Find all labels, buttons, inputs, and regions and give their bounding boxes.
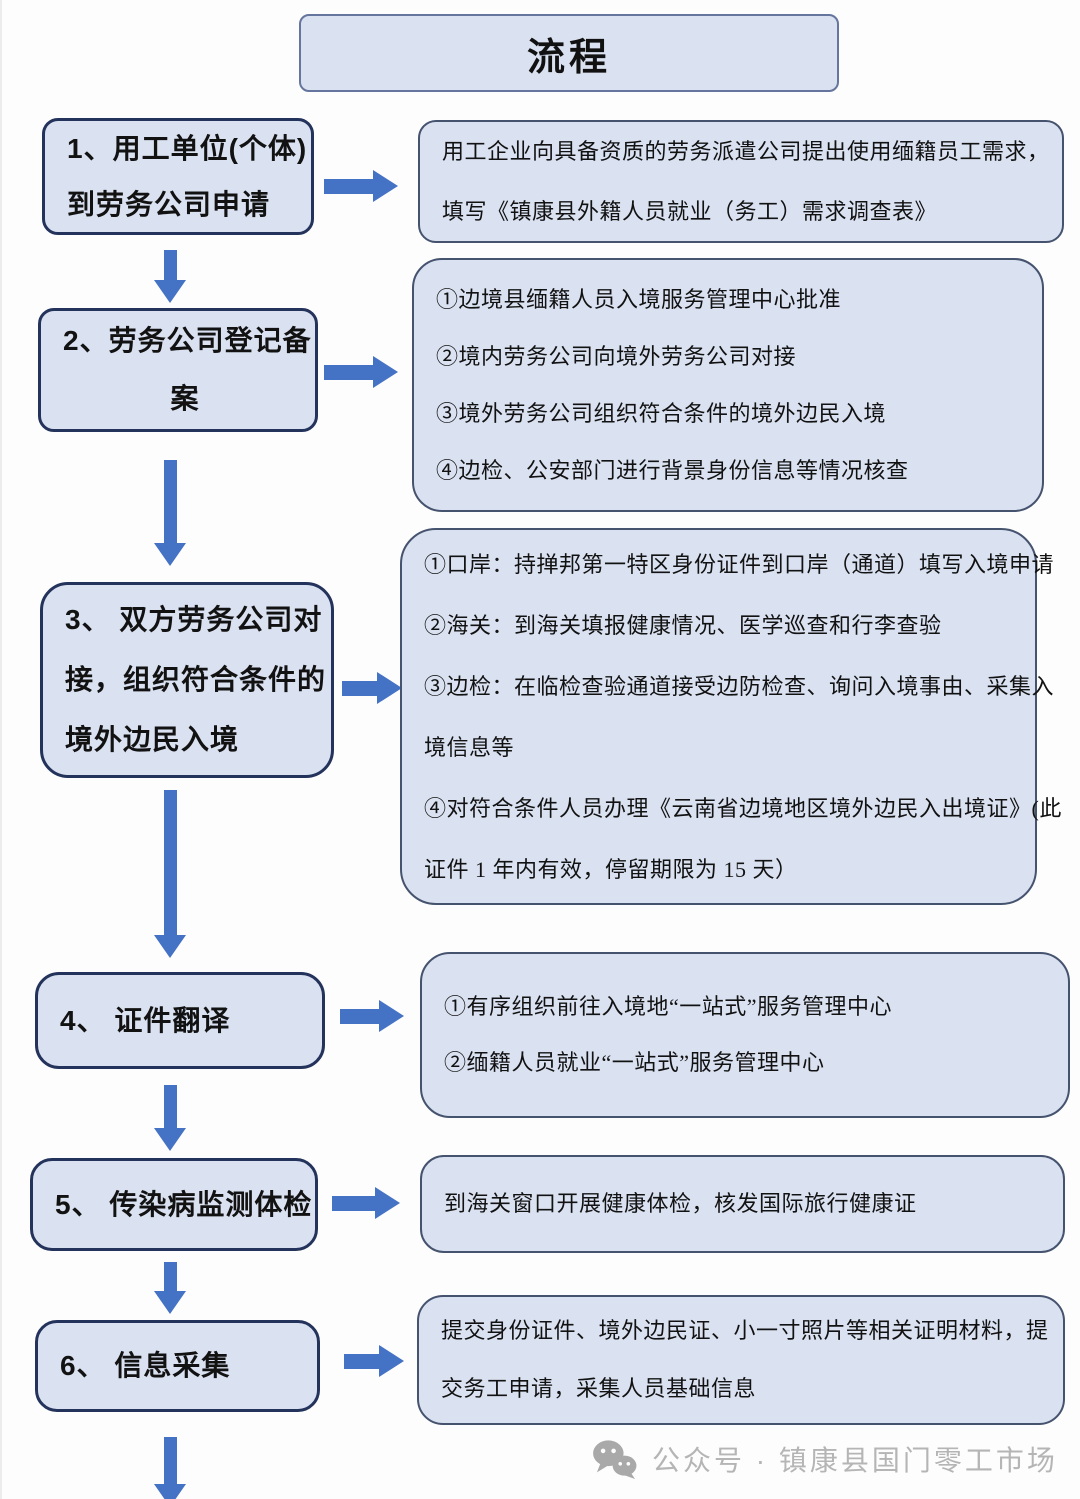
step-2-label: 2、劳务公司登记备	[63, 325, 312, 356]
detail-line: ④边检、公安部门进行背景身份信息等情况核查	[436, 458, 909, 483]
detail-4-box: ①有序组织前往入境地“一站式”服务管理中心 ②缅籍人员就业“一站式”服务管理中心	[420, 952, 1070, 1118]
detail-line: 境信息等	[424, 734, 515, 760]
arrow-down-2-icon	[154, 460, 186, 566]
step-2-label: 案	[170, 383, 200, 414]
detail-line: ①有序组织前往入境地“一站式”服务管理中心	[444, 994, 893, 1019]
detail-line: 到海关窗口开展健康体检，核发国际旅行健康证	[444, 1191, 917, 1216]
watermark: 公众号 · 镇康县国门零工市场	[592, 1436, 1058, 1482]
detail-line: ②缅籍人员就业“一站式”服务管理中心	[444, 1050, 825, 1075]
step-4-label: 4、 证件翻译	[60, 1004, 231, 1036]
detail-line: ③边检：在临检查验通道接受边防检查、询问入境事由、采集入	[424, 673, 1055, 699]
step-3-label: 接，组织符合条件的	[65, 664, 327, 695]
step-2-box: 2、劳务公司登记备 案	[38, 308, 318, 432]
watermark-text: 公众号 · 镇康县国门零工市场	[652, 1445, 1058, 1476]
page-title-text: 流程	[526, 36, 611, 79]
step-5-label: 5、 传染病监测体检	[55, 1188, 313, 1220]
step-4-box: 4、 证件翻译	[35, 972, 325, 1069]
page-title: 流程	[299, 14, 839, 92]
detail-line: ③境外劳务公司组织符合条件的境外边民入境	[436, 401, 887, 426]
arrow-down-6-icon	[154, 1437, 186, 1499]
arrow-right-4-icon	[340, 1000, 404, 1032]
detail-5-box: 到海关窗口开展健康体检，核发国际旅行健康证	[420, 1155, 1065, 1253]
detail-line: 提交身份证件、境外边民证、小一寸照片等相关证明材料，提	[441, 1318, 1049, 1343]
arrow-right-3-icon	[342, 672, 402, 704]
detail-line: 交务工申请，采集人员基础信息	[441, 1376, 757, 1401]
arrow-down-3-icon	[154, 790, 186, 958]
arrow-down-1-icon	[154, 250, 186, 303]
detail-line: ①口岸：持掸邦第一特区身份证件到口岸（通道）填写入境申请	[424, 551, 1055, 577]
step-1-label: 到劳务公司申请	[67, 188, 271, 220]
step-3-label: 3、 双方劳务公司对	[65, 604, 323, 635]
detail-line: 填写《镇康县外籍人员就业（务工）需求调查表》	[442, 198, 938, 224]
arrow-down-5-icon	[154, 1262, 186, 1314]
step-3-box: 3、 双方劳务公司对 接，组织符合条件的 境外边民入境	[40, 582, 334, 778]
detail-3-box: ①口岸：持掸邦第一特区身份证件到口岸（通道）填写入境申请 ②海关：到海关填报健康…	[400, 528, 1062, 905]
detail-6-box: 提交身份证件、境外边民证、小一寸照片等相关证明材料，提 交务工申请，采集人员基础…	[417, 1295, 1065, 1425]
detail-line: ④对符合条件人员办理《云南省边境地区境外边民入出境证》(此	[424, 795, 1062, 821]
arrow-right-5-icon	[332, 1187, 400, 1219]
step-5-box: 5、 传染病监测体检	[30, 1158, 318, 1251]
step-6-box: 6、 信息采集	[35, 1320, 320, 1412]
step-1-box: 1、用工单位(个体) 到劳务公司申请	[42, 118, 314, 235]
detail-line: ①边境县缅籍人员入境服务管理中心批准	[436, 287, 842, 312]
step-3-label: 境外边民入境	[65, 724, 240, 755]
step-6-label: 6、 信息采集	[60, 1350, 231, 1381]
detail-line: 用工企业向具备资质的劳务派遣公司提出使用缅籍员工需求，	[442, 138, 1050, 164]
wechat-icon	[592, 1439, 638, 1479]
arrow-right-2-icon	[324, 356, 398, 388]
detail-2-box: ①边境县缅籍人员入境服务管理中心批准 ②境内劳务公司向境外劳务公司对接 ③境外劳…	[412, 258, 1044, 512]
detail-line: ②海关：到海关填报健康情况、医学巡查和行李查验	[424, 612, 942, 638]
arrow-right-1-icon	[324, 170, 398, 202]
arrow-right-6-icon	[344, 1345, 404, 1377]
step-1-label: 1、用工单位(个体)	[67, 132, 308, 164]
detail-line: 证件 1 年内有效，停留期限为 15 天）	[424, 856, 798, 882]
detail-1-box: 用工企业向具备资质的劳务派遣公司提出使用缅籍员工需求， 填写《镇康县外籍人员就业…	[418, 120, 1064, 243]
detail-line: ②境内劳务公司向境外劳务公司对接	[436, 344, 797, 369]
arrow-down-4-icon	[154, 1085, 186, 1151]
